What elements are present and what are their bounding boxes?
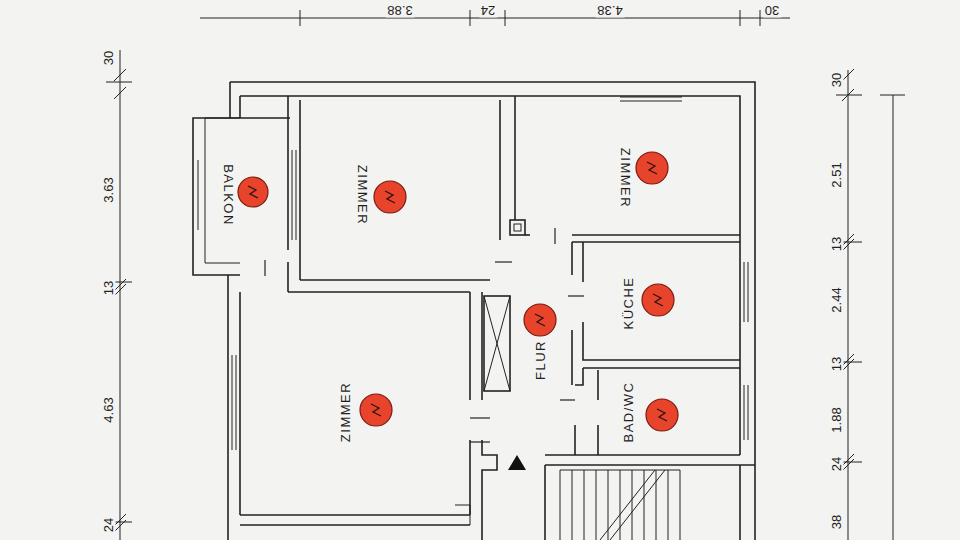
dimension-label: 3.88	[385, 3, 414, 18]
dimension-label: 4.63	[101, 395, 116, 424]
dimension-label: 38	[829, 513, 844, 531]
room: BAD/WC	[598, 368, 740, 455]
dimension-label: 2.44	[829, 285, 844, 314]
room-name: KÜCHE	[622, 276, 635, 329]
room: ZIMMER	[530, 100, 740, 235]
dimension-label: 13	[829, 235, 844, 253]
room: FLUR	[497, 292, 572, 455]
room-name: ZIMMER	[356, 165, 369, 225]
dimension-label: 3.63	[101, 175, 116, 204]
dimension-label: 30	[829, 71, 844, 89]
dimension-label: 13	[829, 355, 844, 373]
room: BALKON	[205, 118, 288, 263]
room: ZIMMER	[240, 292, 470, 515]
dimension-label: 2.51	[829, 160, 844, 189]
room-name: BAD/WC	[622, 382, 635, 443]
dimension-label: 24	[101, 516, 116, 534]
room-name: ZIMMER	[339, 382, 352, 442]
room-name: BALKON	[222, 164, 235, 226]
dimension-label: 4.38	[595, 3, 624, 18]
dimension-label: 24	[479, 3, 497, 18]
dimension-label: 30	[101, 49, 116, 67]
room-name: ZIMMER	[619, 148, 632, 208]
room: KÜCHE	[583, 242, 740, 360]
dimension-label: 1.88	[829, 405, 844, 434]
room: ZIMMER	[300, 100, 500, 280]
room-name: FLUR	[534, 340, 547, 380]
dimension-label: 13	[101, 279, 116, 297]
dimension-label: 30	[763, 3, 781, 18]
dimension-label: 24	[829, 455, 844, 473]
